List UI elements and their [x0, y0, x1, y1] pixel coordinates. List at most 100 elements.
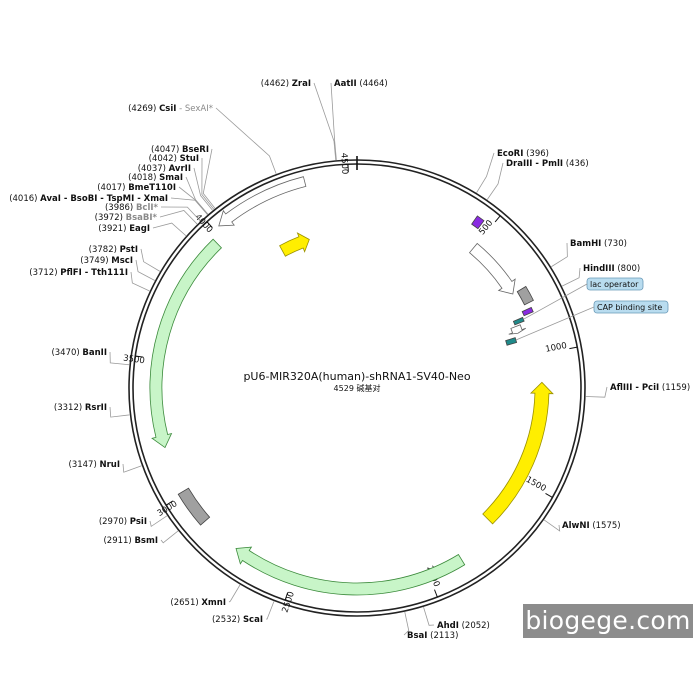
- site-name: AvaI - BsoBI - TspMI - XmaI: [40, 194, 168, 204]
- site-leader-avrii: [193, 167, 213, 211]
- site-extra: - SexAI*: [176, 104, 213, 114]
- site-position: (4462): [261, 79, 292, 89]
- site-position: (3147): [69, 460, 100, 470]
- site-label-stui[interactable]: (4042) StuI: [149, 154, 199, 164]
- site-leader-stui: [201, 157, 215, 210]
- site-position: (1159): [659, 383, 690, 393]
- site-label-avai[interactable]: (4016) AvaI - BsoBI - TspMI - XmaI: [9, 194, 168, 204]
- site-name: BsaBI*: [126, 213, 158, 223]
- site-label-bsmi[interactable]: (2911) BsmI: [103, 536, 158, 546]
- site-label-afliii[interactable]: AflIII - PciI (1159): [610, 383, 690, 393]
- site-name: AatII: [334, 79, 357, 89]
- site-name: HindIII: [583, 264, 615, 274]
- site-label-scai[interactable]: (2532) ScaI: [212, 615, 263, 625]
- site-label-ecori[interactable]: EcoRI (396): [497, 149, 549, 159]
- feature-m13rev[interactable]: [521, 306, 534, 317]
- site-leader-ahdi: [423, 607, 435, 626]
- site-label-banii[interactable]: (3470) BanII: [51, 348, 107, 358]
- site-label-xmni[interactable]: (2651) XmnI: [170, 598, 226, 608]
- feature-cap[interactable]: [505, 337, 518, 346]
- feature-u6[interactable]: [468, 242, 516, 295]
- cap-binding-callout-label: CAP binding site: [597, 303, 662, 312]
- site-position: (3921): [98, 224, 129, 234]
- site-label-rsrii[interactable]: (3312) RsrII: [54, 403, 107, 413]
- site-leader-draiii: [486, 162, 504, 200]
- site-position: (4037): [138, 164, 169, 174]
- lac-operator-leader: [523, 283, 588, 320]
- site-label-alwni[interactable]: AlwNI (1575): [562, 521, 621, 531]
- tick-label: 3500: [123, 353, 146, 366]
- site-label-bsai[interactable]: BsaI (2113): [407, 631, 458, 641]
- feature-m13fwd[interactable]: [471, 215, 485, 230]
- site-label-bsabi[interactable]: (3972) BsaBI*: [95, 213, 158, 223]
- site-position: (2532): [212, 615, 243, 625]
- site-label-bmet110i[interactable]: (4017) BmeT110I: [97, 183, 176, 193]
- site-label-pflfi[interactable]: (3712) PflFI - Tth111I: [29, 268, 128, 278]
- site-name: AvrII: [169, 164, 191, 174]
- callout-group: lac operator CAP binding site: [515, 277, 669, 341]
- site-leader-psii: [149, 515, 168, 528]
- site-label-smai[interactable]: (4018) SmaI: [128, 173, 183, 183]
- site-label-bseri[interactable]: (4047) BseRI: [151, 145, 209, 155]
- site-label-bamhi[interactable]: BamHI (730): [570, 239, 627, 249]
- site-position: (4047): [151, 145, 182, 155]
- site-position: (2651): [170, 598, 201, 608]
- site-position: (2911): [103, 536, 134, 546]
- tick-mark: [569, 346, 578, 350]
- site-name: RsrII: [85, 403, 107, 413]
- site-label-draiii[interactable]: DraIII - PmlI (436): [506, 159, 589, 169]
- site-label-avrii[interactable]: (4037) AvrII: [138, 164, 191, 174]
- feature-neor[interactable]: [149, 238, 223, 449]
- site-label-psii[interactable]: (2970) PsiI: [99, 517, 147, 527]
- site-label-arui[interactable]: (3147) NruI: [69, 460, 121, 470]
- site-position: (2113): [427, 631, 458, 641]
- site-name: CsiI: [159, 104, 176, 114]
- site-label-aatii[interactable]: AatII (4464): [334, 79, 388, 89]
- feature-lacpro[interactable]: [508, 324, 526, 335]
- site-label-eagi[interactable]: (3921) EagI: [98, 224, 150, 234]
- tick-label: 1000: [545, 341, 568, 355]
- feature-shrna[interactable]: [516, 285, 534, 306]
- plasmid-backbone: [128, 156, 586, 617]
- feature-ampr[interactable]: [235, 546, 466, 596]
- feature-ori[interactable]: [482, 381, 554, 525]
- site-label-bcli[interactable]: (3986) BclI*: [105, 203, 159, 213]
- watermark-biogege: biogege.com: [523, 604, 693, 638]
- site-position: (3470): [51, 348, 82, 358]
- site-name: PstI: [120, 245, 138, 255]
- site-name: PflFI - Tth111I: [60, 268, 128, 278]
- site-position: (2970): [99, 517, 130, 527]
- site-name: BamHI: [570, 239, 601, 249]
- site-leader-ecori: [476, 152, 495, 193]
- site-name: BsaI: [407, 631, 427, 641]
- site-name: BanII: [82, 348, 107, 358]
- site-position: (3712): [29, 268, 60, 278]
- site-name: MscI: [111, 256, 133, 266]
- plasmid-size: 4529 碱基对: [334, 383, 381, 393]
- site-leader-banii: [109, 351, 130, 366]
- feature-sv40ori[interactable]: [279, 232, 310, 257]
- site-label-hindiii[interactable]: HindIII (800): [583, 264, 640, 274]
- site-name: DraIII - PmlI: [506, 159, 563, 169]
- feature-sv40pro[interactable]: [218, 176, 307, 227]
- tick-mark: [494, 215, 501, 223]
- site-label-csii[interactable]: (4269) CsiI - SexAI*: [128, 104, 213, 114]
- tick-mark: [545, 493, 553, 498]
- site-leader-bcli: [160, 206, 201, 222]
- site-name: StuI: [180, 154, 199, 164]
- site-position: (800): [615, 264, 641, 274]
- site-label-ahdi[interactable]: AhdI (2052): [437, 621, 490, 631]
- feature-sv40pa[interactable]: [177, 487, 211, 526]
- site-position: (3986): [105, 203, 136, 213]
- site-name: EagI: [129, 224, 150, 234]
- site-label-msci[interactable]: (3749) MscI: [80, 256, 133, 266]
- site-label-psti[interactable]: (3782) PstI: [89, 245, 138, 255]
- site-leader-psti: [140, 248, 161, 272]
- lac-operator-callout-label: lac operator: [590, 280, 639, 289]
- feature-lacop[interactable]: [512, 316, 525, 326]
- site-label-zrai[interactable]: (4462) ZraI: [261, 79, 311, 89]
- restriction-sites: EcoRI (396)DraIII - PmlI (436) BamHI (730…: [9, 79, 690, 641]
- site-name: EcoRI: [497, 149, 523, 159]
- site-leader-bseri: [202, 148, 216, 209]
- site-leader-alwni: [543, 519, 561, 532]
